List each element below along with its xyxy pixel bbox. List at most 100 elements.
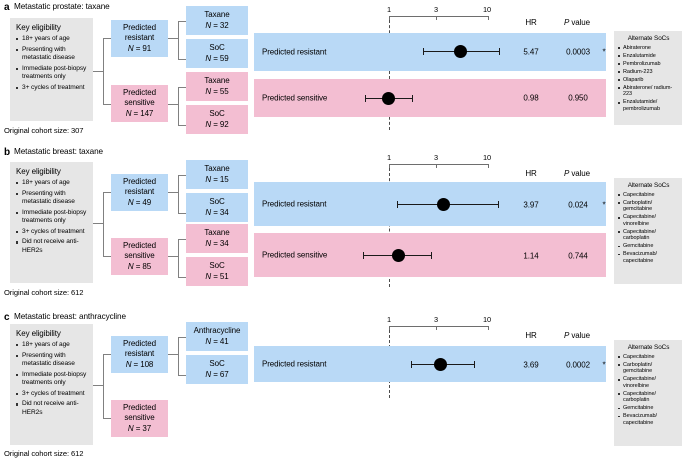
axis-tick-1: 1 [386, 153, 392, 162]
arm-box-a-r-0: Taxane N = 32 [186, 6, 248, 35]
eligibility-item: Presenting with metastatic disease [16, 352, 88, 369]
significance-star: * [602, 47, 606, 57]
cohort-size-b: Original cohort size: 612 [4, 288, 84, 297]
soc-item: Gemcitabine [618, 405, 679, 411]
arm-label: Anthracycline [193, 326, 241, 336]
connector [178, 375, 186, 376]
group-box-resistant-a: Predicted resistant N = 91 [111, 20, 168, 57]
hr-value: 3.69 [523, 360, 539, 370]
alternate-socs-b: Alternate SoCs Capecitabine Carboplatin/… [614, 178, 682, 284]
axis-mark [488, 16, 489, 20]
hr-point-estimate [434, 358, 447, 371]
arm-n: N = 15 [205, 174, 229, 184]
arm-box-b-s-0: Taxane N = 34 [186, 224, 248, 253]
eligibility-item: Presenting with metastatic disease [16, 190, 88, 207]
arm-n: N = 32 [205, 20, 229, 30]
eligibility-box-c: Key eligibility 18+ years of age Present… [10, 324, 93, 445]
group-n: N = 49 [127, 197, 152, 207]
eligibility-item: 3+ cycles of treatment [16, 84, 88, 92]
row-label: Predicted sensitive [262, 250, 328, 260]
pvalue-italic-p: P [564, 331, 570, 340]
connector [178, 125, 186, 126]
eligibility-item: 18+ years of age [16, 35, 88, 43]
arm-box-b-r-1: SoC N = 34 [186, 193, 248, 222]
ci-cap-low [397, 201, 398, 208]
axis-mark [389, 164, 390, 168]
arm-n: N = 67 [205, 369, 229, 379]
connector [178, 175, 179, 213]
arm-box-a-s-0: Taxane N = 55 [186, 72, 248, 101]
hr-value: 0.98 [523, 93, 539, 103]
connector [93, 385, 103, 386]
soc-item: Capecitabine/ vinorelbine [618, 214, 679, 227]
group-box-resistant-b: Predicted resistant N = 49 [111, 174, 168, 211]
group-n: N = 108 [125, 359, 154, 369]
alternate-socs-title: Alternate SoCs [627, 35, 670, 42]
connector [178, 87, 179, 125]
eligibility-box-b: Key eligibility 18+ years of age Present… [10, 162, 93, 283]
connector [93, 71, 103, 72]
connector [103, 354, 111, 355]
ci-cap-low [363, 252, 364, 259]
axis-mark [436, 164, 437, 168]
axis-tick-3: 3 [433, 5, 439, 14]
connector [103, 38, 111, 39]
row-label: Predicted resistant [262, 199, 327, 209]
arm-label: SoC [209, 109, 225, 119]
row-label: Predicted resistant [262, 359, 327, 369]
null-reference-line [389, 168, 390, 287]
pvalue-italic-p: P [564, 18, 570, 27]
connector [168, 354, 178, 355]
p-value: 0.744 [568, 251, 588, 261]
ci-cap-high [431, 252, 432, 259]
hr-point-estimate [437, 198, 450, 211]
null-reference-line [389, 20, 390, 130]
group-n: N = 37 [127, 423, 152, 433]
eligibility-title-a: Key eligibility [16, 23, 61, 32]
axis-line [389, 16, 488, 17]
significance-star: * [602, 200, 606, 210]
connector [103, 418, 111, 419]
connector [103, 192, 104, 256]
ci-cap-high [498, 201, 499, 208]
column-header-hr: HR [525, 18, 537, 27]
axis-tick-10: 10 [482, 5, 492, 14]
eligibility-item: Did not receive anti-HER2s [16, 238, 88, 255]
arm-box-a-r-1: SoC N = 59 [186, 39, 248, 68]
soc-item: Enzalutamide [618, 53, 679, 59]
arm-label: SoC [209, 43, 225, 53]
arm-box-c-r-1: SoC N = 67 [186, 355, 248, 384]
group-label: Predicted sensitive [123, 241, 156, 261]
eligibility-item: Presenting with metastatic disease [16, 46, 88, 63]
eligibility-item: 18+ years of age [16, 341, 88, 349]
eligibility-item: 3+ cycles of treatment [16, 390, 88, 398]
group-n: N = 147 [125, 108, 154, 118]
connector [178, 277, 186, 278]
group-label: Predicted sensitive [123, 403, 156, 423]
connector [168, 256, 178, 257]
axis-tick-3: 3 [433, 315, 439, 324]
eligibility-box-a: Key eligibility 18+ years of age Present… [10, 18, 93, 121]
panel-a: a Metastatic prostate: taxane Key eligib… [0, 0, 685, 145]
hr-value: 5.47 [523, 47, 539, 57]
forest-row-a-sensitive: Predicted sensitive [254, 79, 606, 117]
hr-point-estimate [392, 249, 405, 262]
eligibility-title-c: Key eligibility [16, 329, 61, 338]
hr-point-estimate [382, 92, 395, 105]
axis-tick-10: 10 [482, 153, 492, 162]
pvalue-italic-p: P [564, 169, 570, 178]
eligibility-item: 3+ cycles of treatment [16, 228, 88, 236]
soc-item: Capecitabine/ vinorelbine [618, 376, 679, 389]
arm-n: N = 41 [205, 336, 229, 346]
panel-c: c Metastatic breast: anthracycline Key e… [0, 310, 685, 458]
panel-letter-a: a [4, 2, 10, 13]
axis-tick-1: 1 [386, 5, 392, 14]
connector [103, 38, 104, 104]
soc-item: Capecitabine/ carboplatin [618, 391, 679, 404]
panel-letter-c: c [4, 312, 10, 323]
connector [168, 38, 178, 39]
soc-item: Abiraterone/ radium-223 [618, 85, 679, 98]
arm-label: Taxane [204, 10, 230, 20]
arm-label: Taxane [204, 76, 230, 86]
connector [103, 354, 104, 418]
